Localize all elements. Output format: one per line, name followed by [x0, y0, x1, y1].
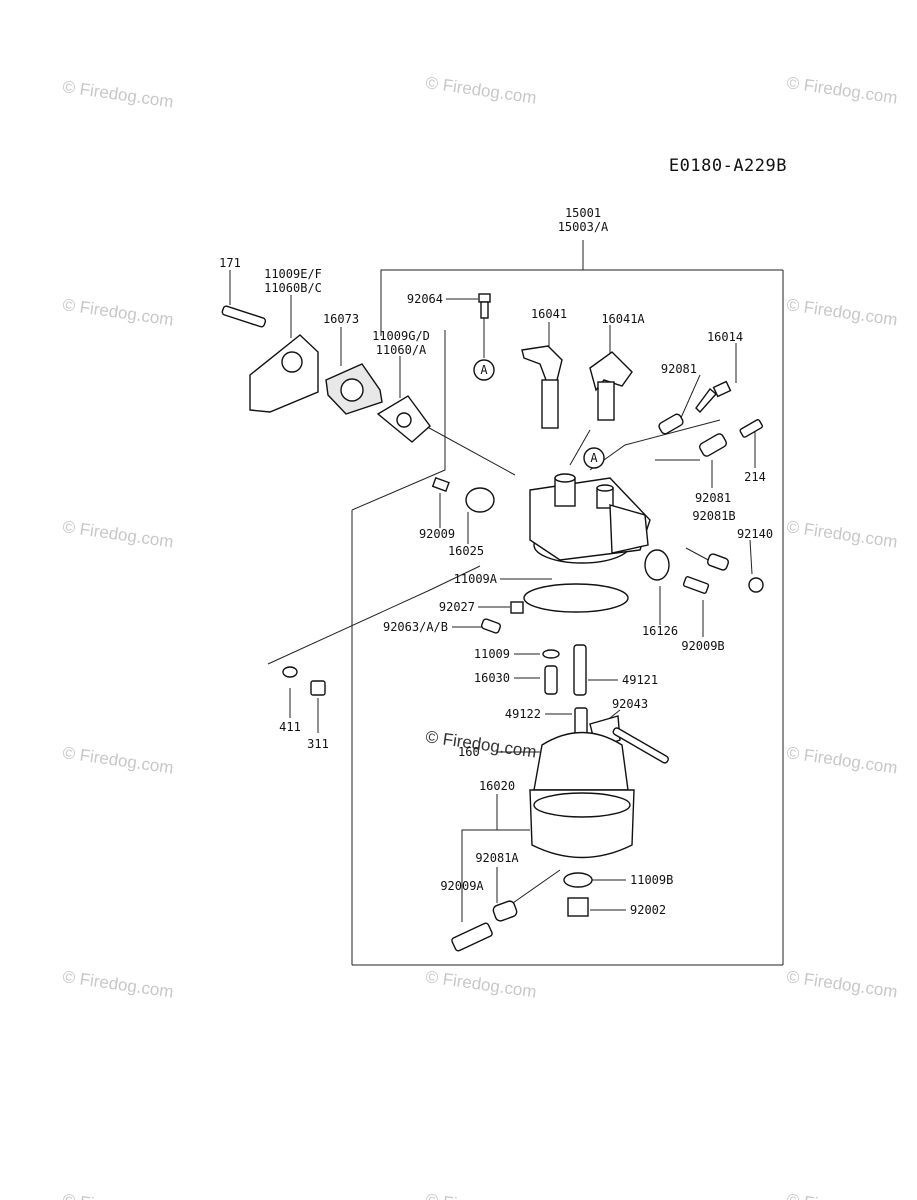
callout-16025: 16025 [448, 544, 484, 558]
watermark: © Firedog.com [785, 1190, 898, 1200]
callout-49122: 49122 [505, 707, 541, 721]
part-float-bowl-16020 [529, 731, 635, 859]
watermark: © Firedog.com [61, 1190, 174, 1200]
watermark: © Firedog.com [424, 73, 537, 107]
part-washer-11009b [563, 872, 593, 888]
part-washer-411 [282, 666, 298, 678]
callout-92081a: 92081A [475, 851, 519, 865]
diagram-code: E0180-A229B [669, 156, 787, 176]
part-carburetor-body [529, 473, 651, 564]
svg-text:A: A [480, 363, 488, 377]
label-15003a: 15003/A [558, 220, 609, 234]
callout-92140: 92140 [737, 527, 773, 541]
callout-11009gd: 11009G/D [372, 329, 430, 343]
callout-311: 311 [307, 737, 329, 751]
leader-lines [229, 270, 756, 922]
part-screw-92063 [480, 618, 502, 634]
watermark: © Firedog.com [785, 967, 898, 1001]
part-choke-shaft-16041a [589, 351, 633, 421]
part-screw-16014 [695, 380, 732, 414]
watermark: © Firedog.com [61, 77, 174, 111]
watermark: © Firedog.com [61, 967, 174, 1001]
part-jet-16030 [544, 665, 558, 695]
part-bolt-92002 [567, 897, 589, 917]
callout-16073: 16073 [323, 312, 359, 326]
watermark: © Firedog.com [61, 517, 174, 551]
watermark: © Firedog.com [785, 295, 898, 329]
callout-11060a: 11060/A [376, 343, 427, 357]
callout-11060bc: 11060B/C [264, 281, 322, 295]
part-pin-92043 [612, 727, 669, 764]
callout-92063ab: 92063/A/B [383, 620, 448, 634]
callout-411: 411 [279, 720, 301, 734]
watermark: © Firedog.com [785, 517, 898, 551]
callout-16014: 16014 [707, 330, 743, 344]
part-gasket-11009ef [249, 334, 319, 413]
part-nut-311 [310, 680, 326, 696]
part-screw-92064 [478, 293, 491, 319]
callout-92081-second: 92081 [695, 491, 731, 505]
part-spring-92081 [658, 413, 684, 435]
part-plate-16025 [431, 476, 495, 513]
callout-92064: 92064 [407, 292, 443, 306]
callout-11009b: 11009B [630, 873, 673, 887]
callout-92027: 92027 [439, 600, 475, 614]
watermarks: © Firedog.com © Firedog.com © Firedog.co… [61, 73, 898, 1200]
part-spring-92140 [706, 553, 764, 593]
callout-92009a: 92009A [440, 879, 484, 893]
part-throttle-shaft-16041 [521, 345, 563, 429]
part-gasket-11009a [523, 583, 629, 613]
callouts: 171 11009E/F 11060B/C 16073 11009G/D 110… [219, 256, 773, 917]
part-nut-92027 [510, 601, 524, 614]
callout-92081: 92081 [661, 362, 697, 376]
watermark: © Firedog.com [424, 1190, 537, 1200]
marker-a-2: A [583, 447, 605, 469]
callout-11009a: 11009A [454, 572, 498, 586]
part-washer-11009 [542, 649, 560, 659]
part-spring-92081b [699, 433, 727, 457]
watermark: © Firedog.com [61, 743, 174, 777]
label-15001: 15001 [565, 206, 601, 220]
part-needle-49121 [573, 644, 587, 696]
callout-92009: 92009 [419, 527, 455, 541]
svg-text:A: A [590, 451, 598, 465]
part-stud-171 [221, 305, 267, 328]
callout-16020: 16020 [479, 779, 515, 793]
callout-49121: 49121 [622, 673, 658, 687]
watermark: © Firedog.com [61, 295, 174, 329]
callout-92002: 92002 [630, 903, 666, 917]
callout-214: 214 [744, 470, 766, 484]
part-spring-92081a [492, 900, 518, 922]
marker-a-1: A [473, 359, 495, 381]
part-spacer-16073 [325, 363, 383, 415]
watermark: © Firedog.com [785, 73, 898, 107]
callout-16030: 16030 [474, 671, 510, 685]
callout-11009ef: 11009E/F [264, 267, 322, 281]
part-plate-16126 [644, 549, 710, 594]
callout-92009b: 92009B [681, 639, 724, 653]
part-bolt-92009a [451, 922, 493, 952]
callout-92081b: 92081B [692, 509, 735, 523]
assembly-frame: 15001 15003/A [351, 206, 784, 966]
callout-92043: 92043 [612, 697, 648, 711]
watermark: © Firedog.com [424, 727, 537, 761]
callout-16126: 16126 [642, 624, 678, 638]
part-gasket-11009gd [376, 395, 431, 443]
watermark: © Firedog.com [424, 967, 537, 1001]
callout-171: 171 [219, 256, 241, 270]
callout-16041a: 16041A [601, 312, 645, 326]
watermark: © Firedog.com [785, 743, 898, 777]
callout-160xx: 160 [458, 745, 480, 759]
callout-16041: 16041 [531, 307, 567, 321]
part-bolt-214 [739, 419, 763, 438]
callout-11009: 11009 [474, 647, 510, 661]
